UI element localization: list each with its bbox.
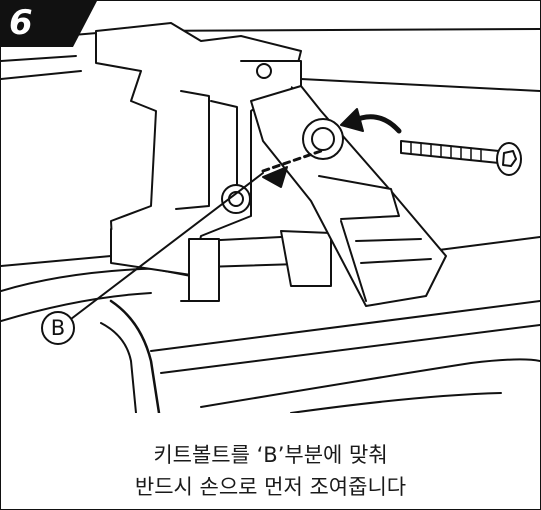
roof-rail <box>1 236 540 413</box>
insertion-guide <box>261 149 323 173</box>
lever-arm <box>250 85 447 307</box>
hex-bolt-icon <box>400 140 522 176</box>
curved-arrow-icon <box>262 108 402 188</box>
rack-foot <box>95 22 332 302</box>
step-number: 6 <box>9 3 33 43</box>
step-badge <box>1 1 97 47</box>
roof-rack-illustration <box>1 22 540 413</box>
caption-line-2: 반드시 손으로 먼저 조여줍니다 <box>134 475 407 499</box>
callout-b-label: B <box>41 311 75 345</box>
callout-leader <box>70 172 264 320</box>
caption-line-1: 키트볼트를 ‘B’부분에 맞춰 <box>153 443 388 467</box>
instruction-caption: 키트볼트를 ‘B’부분에 맞춰 반드시 손으로 먼저 조여줍니다 <box>1 439 540 503</box>
